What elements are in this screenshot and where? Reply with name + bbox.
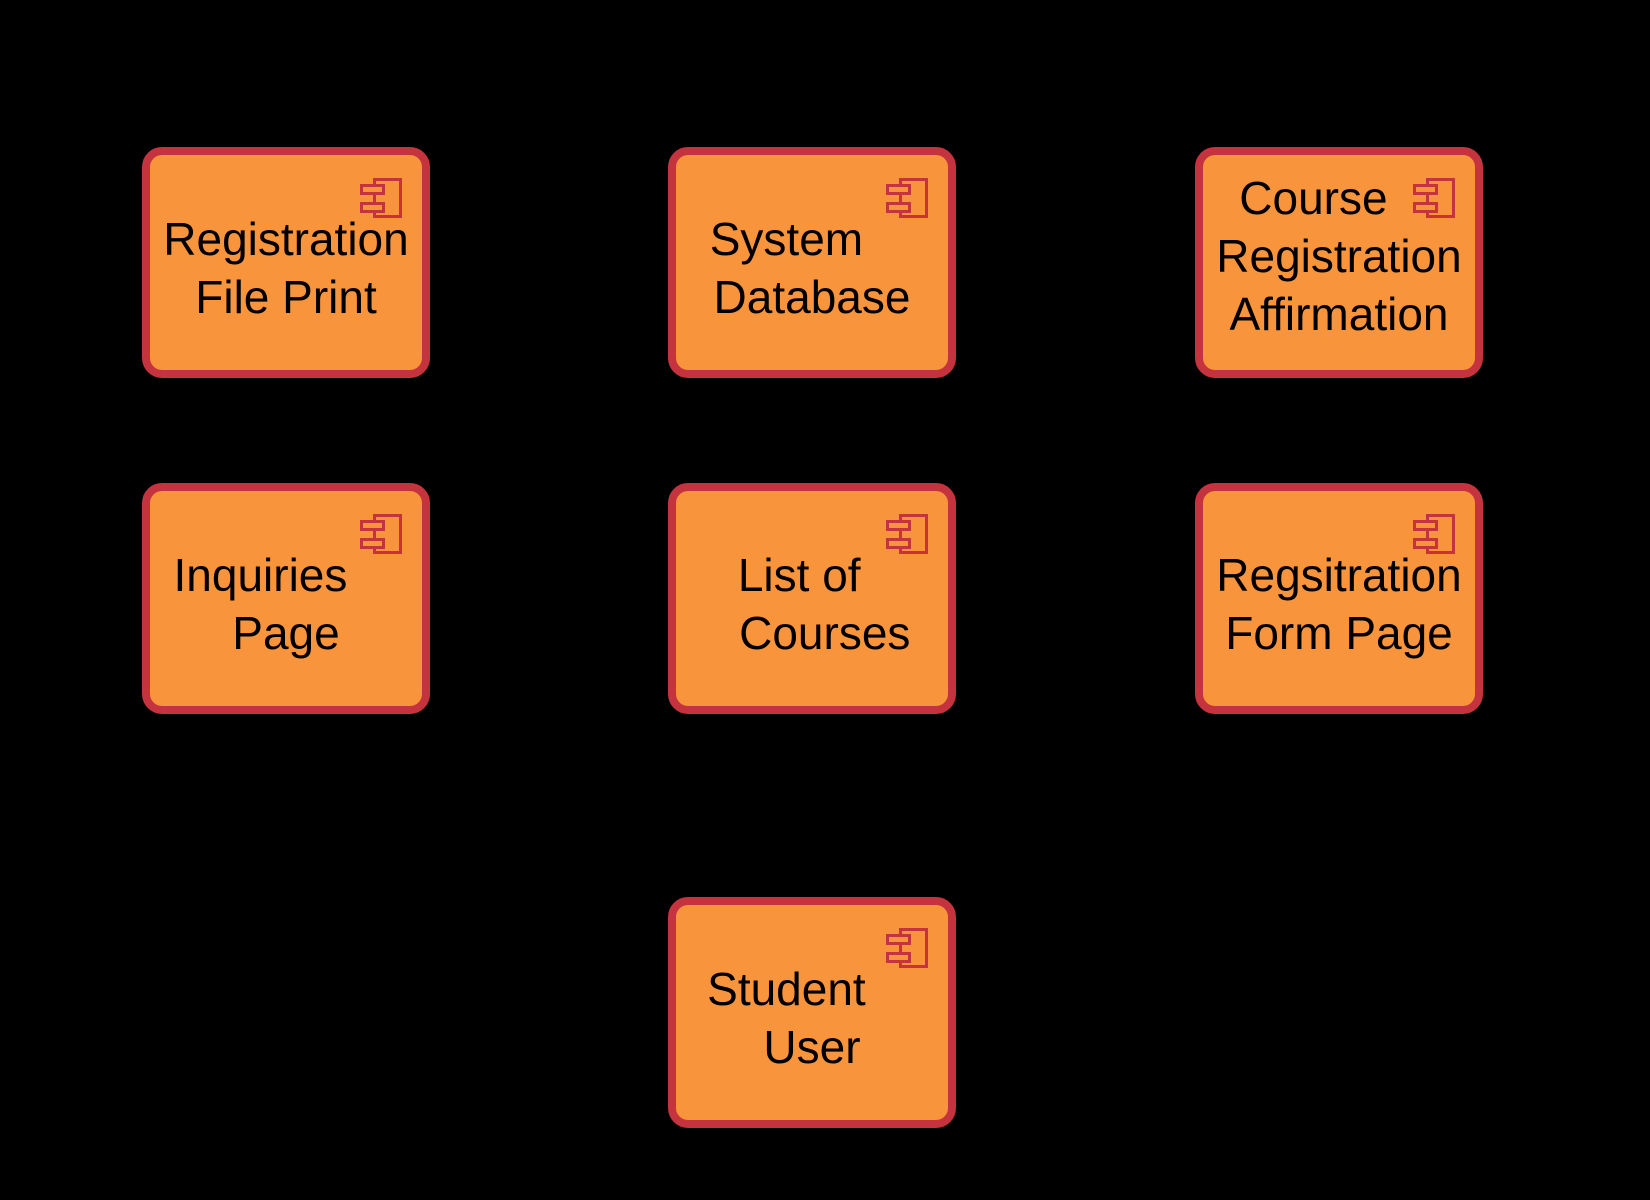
- component-icon-port-top: [886, 520, 911, 531]
- uml-component-icon: [1413, 178, 1455, 218]
- component-label-line: Registration: [1216, 229, 1462, 282]
- component-icon-body: [373, 178, 402, 218]
- uml-component-node-list-of-courses: List of Courses: [668, 483, 956, 714]
- component-icon-body: [1426, 178, 1455, 218]
- uml-component-icon: [886, 928, 928, 968]
- component-label-line: Registration: [163, 212, 409, 265]
- uml-component-icon: [886, 514, 928, 554]
- component-icon-port-bottom: [1413, 202, 1438, 213]
- component-icon-body: [1426, 514, 1455, 554]
- uml-component-icon: [1413, 514, 1455, 554]
- component-icon-port-top: [886, 184, 911, 195]
- component-label-line: Regsitration: [1216, 548, 1462, 601]
- component-icon-body: [899, 178, 928, 218]
- uml-component-node-student-user: Student User: [668, 897, 956, 1128]
- uml-component-icon: [360, 178, 402, 218]
- component-label-line: List of: [737, 548, 887, 601]
- component-label-line: Affirmation: [1229, 287, 1449, 340]
- component-label-line: Page: [232, 606, 340, 659]
- component-icon-body: [899, 514, 928, 554]
- component-icon-port-top: [360, 184, 385, 195]
- component-icon-port-bottom: [886, 202, 911, 213]
- component-icon-port-top: [360, 520, 385, 531]
- component-icon-port-top: [1413, 520, 1438, 531]
- uml-component-icon: [360, 514, 402, 554]
- component-label: List of Courses: [714, 546, 911, 662]
- uml-component-icon: [886, 178, 928, 218]
- component-icon-port-bottom: [886, 952, 911, 963]
- component-label-line: File Print: [195, 270, 377, 323]
- component-label-line: Form Page: [1225, 606, 1453, 659]
- component-label-line: Courses: [713, 606, 911, 659]
- component-icon-port-bottom: [360, 202, 385, 213]
- component-label: Inquiries Page: [174, 546, 399, 662]
- component-icon-body: [373, 514, 402, 554]
- component-label-line: User: [763, 1020, 861, 1073]
- uml-component-node-system-database: System Database: [668, 147, 956, 378]
- component-icon-port-bottom: [360, 538, 385, 549]
- component-icon-port-top: [886, 934, 911, 945]
- component-label: System Database: [710, 210, 914, 326]
- uml-component-node-inquiries-page: Inquiries Page: [142, 483, 430, 714]
- component-label: Student User: [707, 960, 917, 1076]
- component-label-line: Database: [713, 270, 911, 323]
- component-icon-port-top: [1413, 184, 1438, 195]
- component-label-line: Student: [707, 962, 917, 1015]
- component-icon-body: [899, 928, 928, 968]
- component-icon-port-bottom: [1413, 538, 1438, 549]
- component-label-line: System: [709, 212, 915, 265]
- component-label-line: Inquiries: [173, 548, 399, 601]
- component-label-line: Course: [1239, 171, 1439, 224]
- component-icon-port-bottom: [886, 538, 911, 549]
